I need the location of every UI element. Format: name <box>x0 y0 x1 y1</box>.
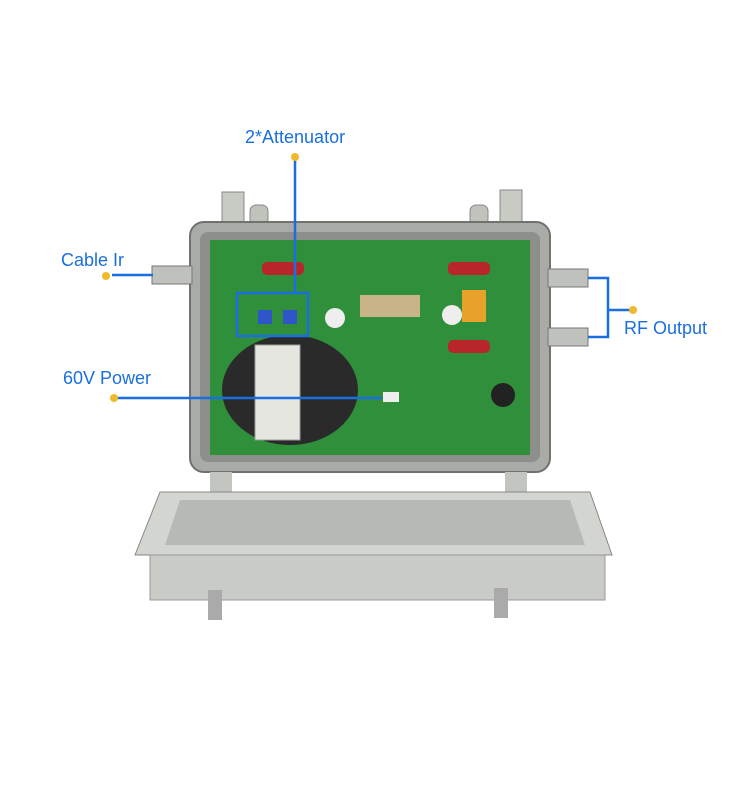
capacitor <box>462 290 486 322</box>
attenuator-pot-2 <box>283 310 297 324</box>
power-label: 60V Power <box>63 368 152 388</box>
rf-output-label: RF Output <box>624 318 708 338</box>
callouts <box>112 157 631 400</box>
enclosure-lid <box>134 472 613 620</box>
cable-in-dot <box>102 272 110 280</box>
rf-output-connector-1 <box>547 268 589 288</box>
rf-output-bracket <box>588 276 610 339</box>
attenuator-pot-1 <box>258 310 272 324</box>
callout-dots <box>102 153 637 402</box>
rf-output-dot <box>629 306 637 314</box>
rf-output-connector-2 <box>547 327 589 347</box>
cable-in-connector <box>151 265 193 285</box>
attenuator-highlight-box <box>235 291 310 338</box>
pcb-board <box>210 240 530 455</box>
connectors <box>151 265 589 347</box>
inductor-coil <box>262 262 304 275</box>
attenuator-dot <box>291 153 299 161</box>
attenuator-label: 2*Attenuator <box>245 127 346 147</box>
cable-in-label: Cable Ir <box>61 250 125 270</box>
power-dot <box>110 394 118 402</box>
